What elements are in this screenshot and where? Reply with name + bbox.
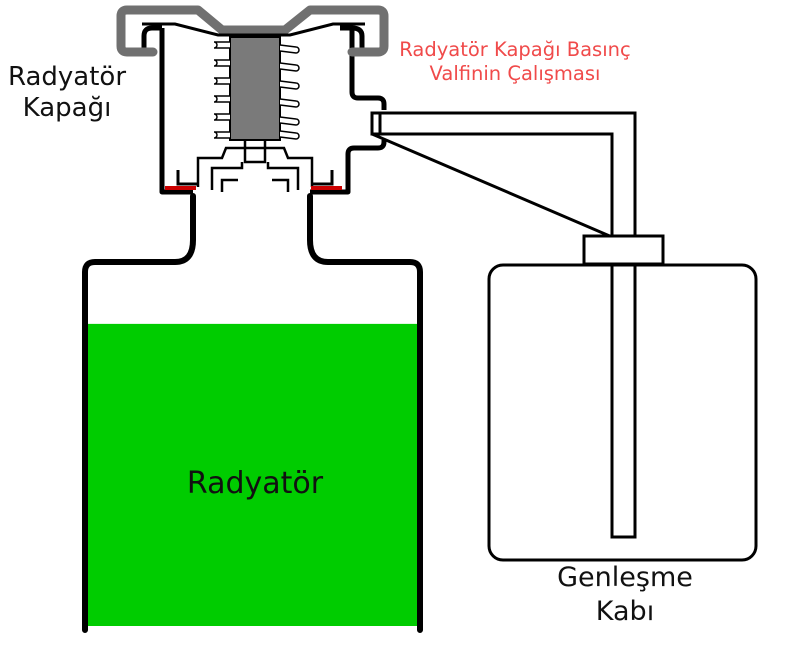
spring-coil [280,45,299,53]
valve-plunger [230,37,280,140]
valve-seat-inner [212,162,298,190]
overflow-pipe-outline [372,113,635,237]
cap-label: Radyatör Kapağı [4,62,130,124]
seal-cup-left [178,170,198,184]
spring-coil [214,42,230,48]
spring-coil [280,63,299,71]
spring-coil [280,131,299,139]
radiator-label: Radyatör [90,466,420,502]
filler-neck-left-wall [162,28,193,192]
expansion-tank-dip-tube [612,265,635,537]
spring-left [214,42,230,138]
neck-lip-left [144,28,162,50]
spring-coil [280,81,299,89]
spring-coil [214,96,230,102]
expansion-tank-label: Genleşme Kabı [490,561,760,629]
expansion-tank [489,236,756,560]
spring-coil [214,60,230,66]
spring-coil [214,78,230,84]
cap-label-line2: Kapağı [4,93,130,124]
valve-stem [245,140,265,162]
spring-right [280,45,299,139]
spring-coil [280,99,299,107]
expansion-tank-neck [584,236,663,264]
expansion-tank-label-line2: Kabı [490,595,760,629]
valve-foot-right [272,180,288,192]
valve-foot-left [222,180,238,192]
cap-label-line1: Radyatör [4,62,130,93]
seal-cup-right [312,170,332,184]
diagram-title-line1: Radyatör Kapağı Basınç [385,38,645,62]
expansion-tank-label-line1: Genleşme [490,561,760,595]
diagram-title: Radyatör Kapağı Basınç Valfinin Çalışmas… [385,38,645,87]
overflow-pipe [372,113,635,237]
spring-coil [280,117,299,125]
spring-coil [214,114,230,120]
diagram-title-line2: Valfinin Çalışması [385,62,645,86]
spring-coil [214,132,230,138]
radiator-body [85,196,420,630]
